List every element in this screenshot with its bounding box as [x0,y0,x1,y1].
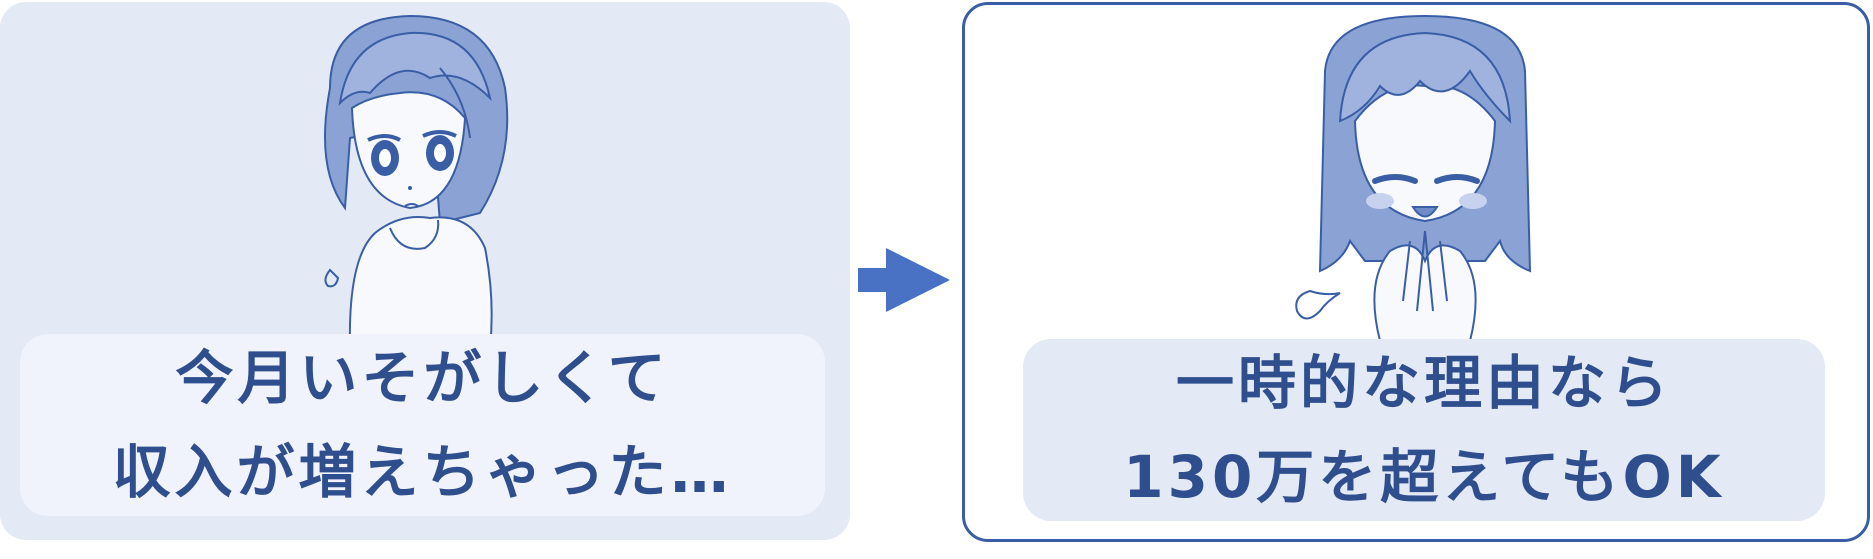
before-panel: 今月いそがしくて 収入が増えちゃった… [0,2,850,540]
after-caption-line-2: 130万を超えてもOK [1123,443,1725,511]
right-arrow-icon [858,248,950,312]
before-caption-line-2: 収入が増えちゃった… [112,438,733,506]
after-panel: 一時的な理由なら 130万を超えてもOK [962,2,1870,542]
after-caption: 一時的な理由なら 130万を超えてもOK [1023,339,1825,521]
before-caption-line-1: 今月いそがしくて [175,344,670,412]
smiling-woman-praying-icon [1295,14,1532,341]
worried-woman-icon [324,14,509,348]
after-caption-line-1: 一時的な理由なら [1175,349,1672,417]
before-caption: 今月いそがしくて 収入が増えちゃった… [20,334,825,516]
